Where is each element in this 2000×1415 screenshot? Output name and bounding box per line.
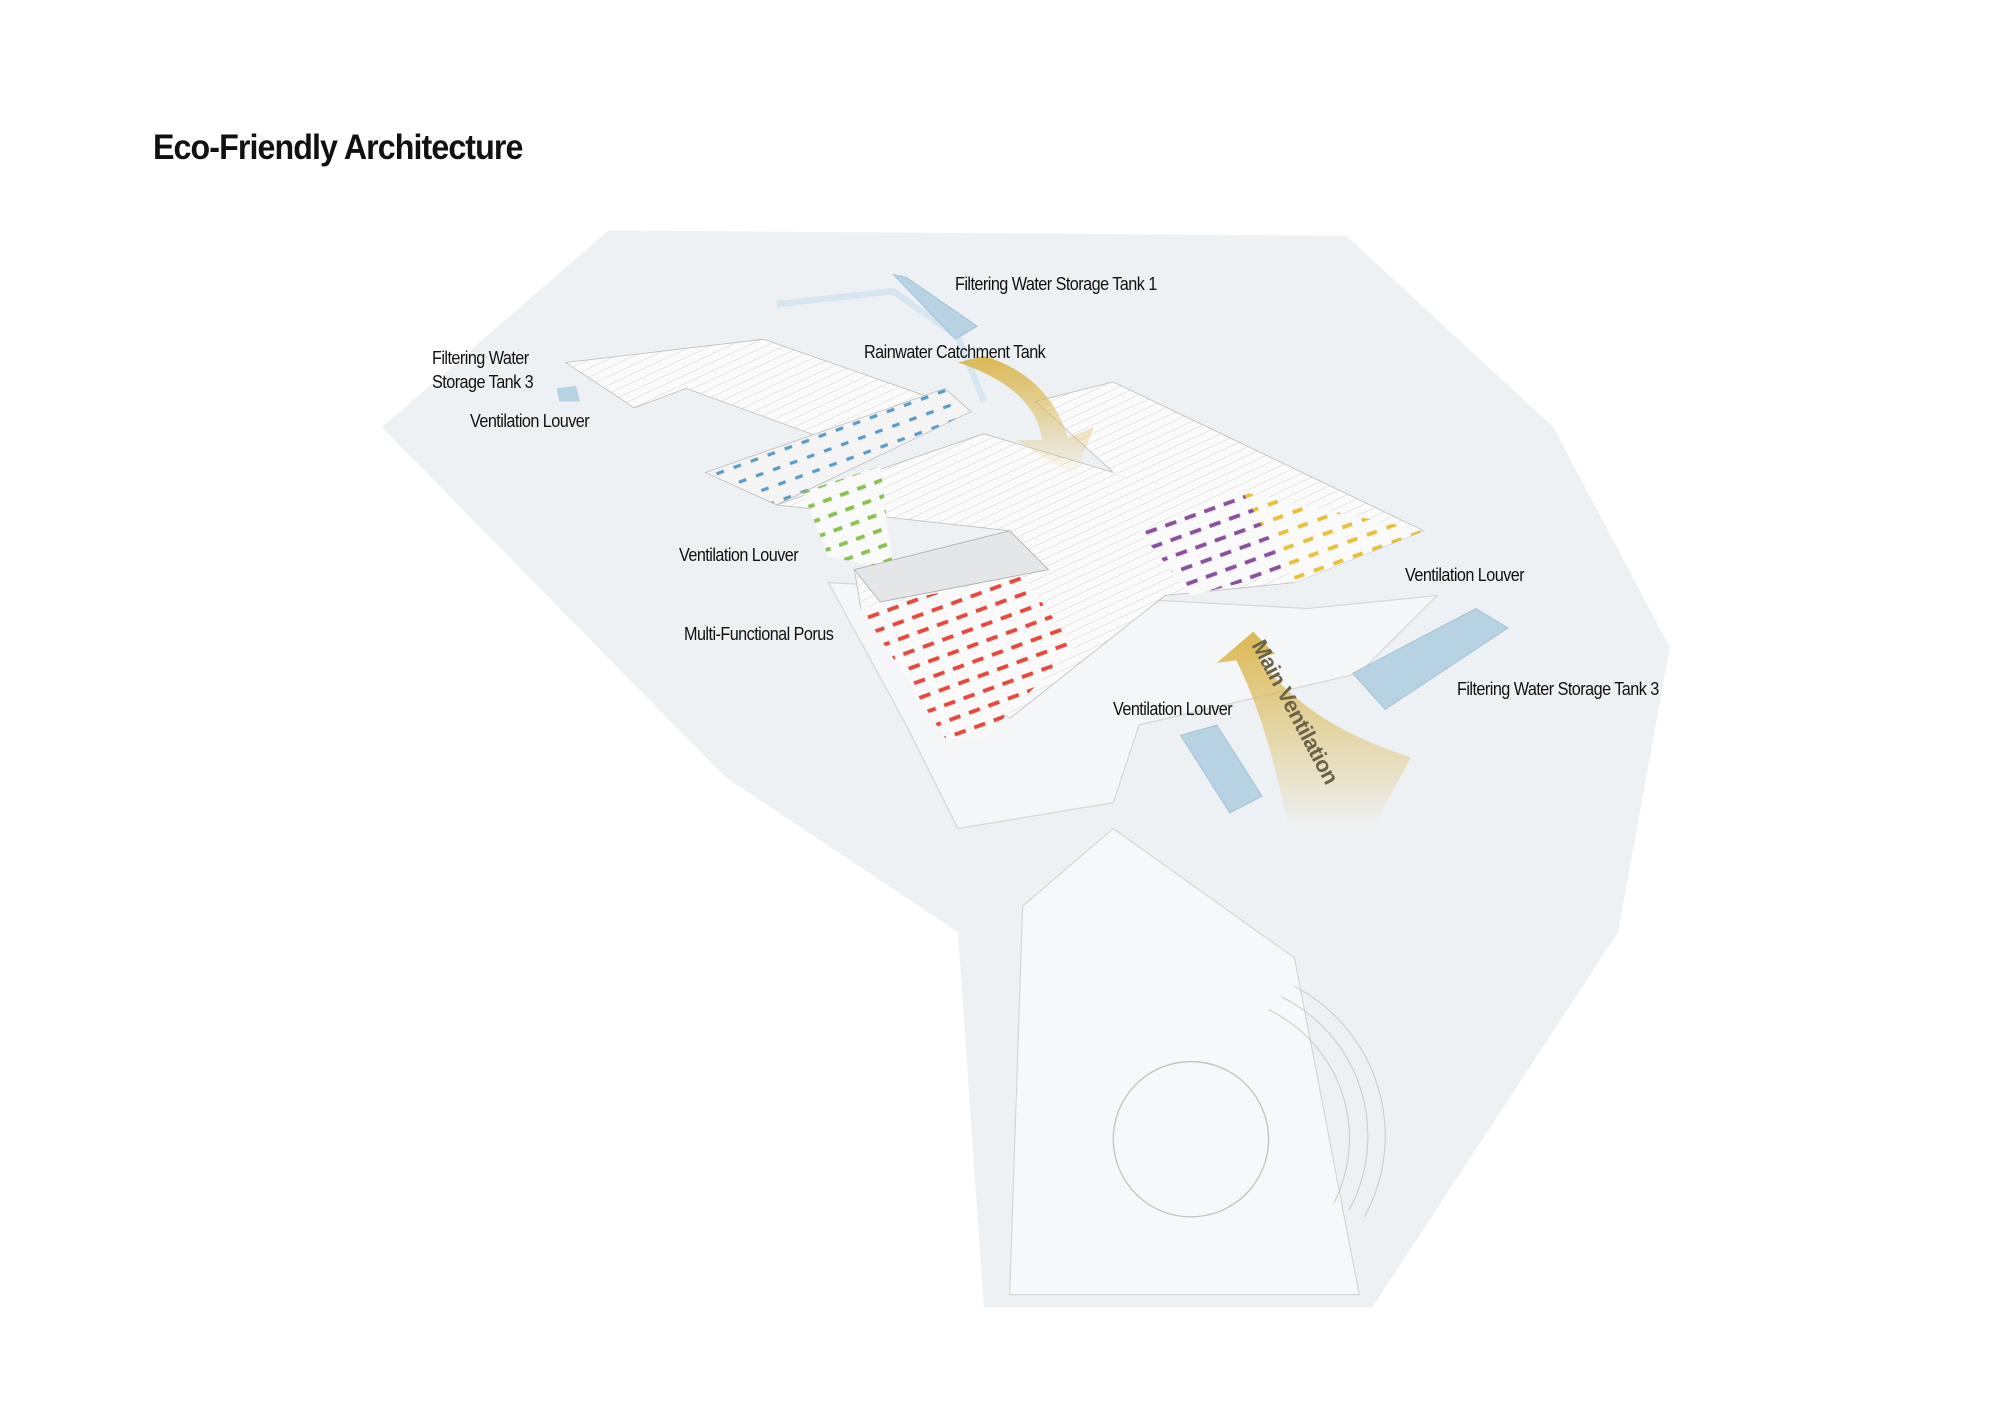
plaza-steps <box>1268 986 1386 1218</box>
label-ventilation-louver-top-left: Ventilation Louver <box>470 411 590 431</box>
label-filtering-water-storage-tank-3-line1: Filtering Water <box>432 348 529 368</box>
plaza-circle <box>1112 1060 1270 1218</box>
label-filtering-water-storage-tank-1: Filtering Water Storage Tank 1 <box>955 274 1157 294</box>
water-tank-south <box>1179 724 1263 814</box>
label-rainwater-catchment-tank: Rainwater Catchment Tank <box>864 342 1046 362</box>
label-filtering-water-storage-tank-3-line2: Storage Tank 3 <box>432 372 534 392</box>
label-ventilation-louver-bottom: Ventilation Louver <box>1113 699 1233 719</box>
water-flow-arrow <box>776 287 987 403</box>
courtyard-void <box>853 530 1050 603</box>
label-filtering-water-storage-tank-3-right: Filtering Water Storage Tank 3 <box>1457 679 1659 699</box>
label-ventilation-louver-right: Ventilation Louver <box>1405 565 1525 585</box>
water-tank-1 <box>892 273 979 340</box>
water-tank-3-right <box>1352 608 1509 710</box>
label-multi-functional-porus: Multi-Functional Porus <box>684 624 834 644</box>
label-ventilation-louver-mid-left: Ventilation Louver <box>679 545 799 565</box>
roof-yellow-zone <box>1242 491 1424 583</box>
water-tank-3-left <box>556 385 580 402</box>
rain-airflow-arrow <box>957 356 1094 477</box>
roof-green-zone <box>802 466 894 570</box>
roof-purple-zone <box>1139 491 1295 596</box>
page-title: Eco-Friendly Architecture <box>153 128 523 167</box>
roof-porus-zone <box>860 576 1075 738</box>
roof-bridge <box>704 387 972 506</box>
main-ventilation-arrow <box>1216 631 1412 829</box>
